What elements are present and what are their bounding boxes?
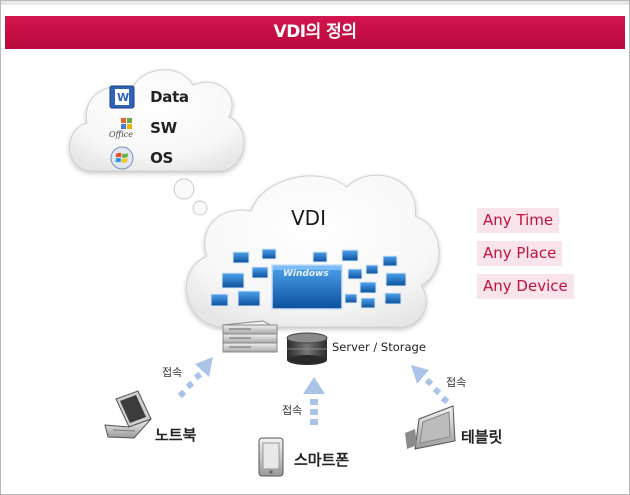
windows-screen-label: Windows: [283, 269, 329, 279]
svg-text:W: W: [117, 91, 129, 104]
windows-logo-icon: [109, 146, 135, 170]
office-logo-icon: Office: [109, 116, 135, 140]
connection-label-phone: 접속: [282, 404, 303, 417]
sw-label: SW: [150, 119, 177, 137]
laptop-label: 노트북: [155, 426, 197, 444]
vdi-title: VDI: [291, 206, 326, 230]
tag-any-device: Any Device: [477, 274, 574, 299]
connection-label-laptop: 접속: [162, 366, 183, 379]
desktop-windows: [210, 248, 407, 310]
thought-bubble-small: [192, 200, 208, 216]
data-item: W Data: [109, 85, 189, 109]
smartphone-icon: [258, 437, 284, 477]
word-document-icon: W: [109, 85, 135, 109]
tag-any-place: Any Place: [477, 241, 563, 266]
arrow-tablet: [411, 365, 450, 405]
server-rack: [221, 320, 279, 353]
laptop-icon: [104, 390, 152, 439]
thought-bubble-large: [173, 178, 195, 200]
banner-title: VDI의 정의: [5, 16, 625, 49]
arrow-laptop: [177, 357, 213, 399]
tablet-label: 테블릿: [461, 428, 503, 446]
server-storage-label: Server / Storage: [332, 340, 426, 354]
data-label: Data: [150, 88, 189, 106]
os-item: OS: [109, 146, 173, 170]
tablet-icon: [405, 405, 456, 450]
tag-any-time: Any Time: [477, 208, 560, 233]
svg-text:Office: Office: [109, 130, 133, 139]
arrow-phone: [303, 377, 325, 425]
smartphone-label: 스마트폰: [294, 451, 350, 469]
sw-item: Office SW: [109, 116, 177, 140]
os-label: OS: [150, 149, 174, 167]
storage-drum: [286, 332, 328, 365]
connection-label-tablet: 접속: [446, 376, 467, 389]
top-strip: [1, 1, 629, 5]
